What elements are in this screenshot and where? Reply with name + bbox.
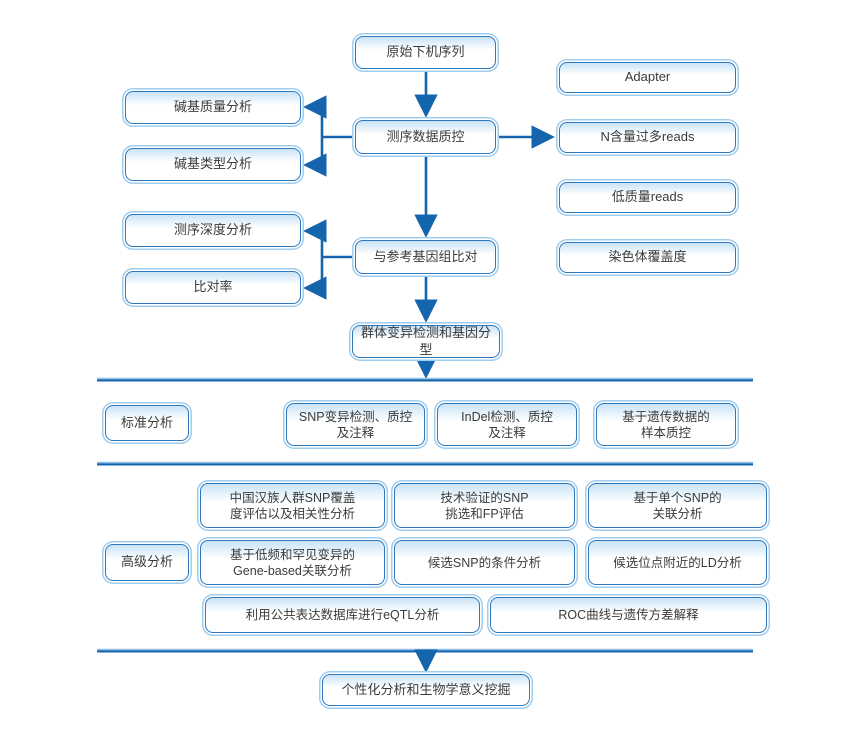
node-single-snp-association: 基于单个SNP的 关联分析 [588,483,767,528]
node-snp-detection: SNP变异检测、质控 及注释 [286,403,425,446]
node-n-content-reads: N含量过多reads [559,122,736,153]
node-sample-qc: 基于遗传数据的 样本质控 [596,403,736,446]
node-chromosome-coverage: 染色体覆盖度 [559,242,736,273]
node-seq-depth: 测序深度分析 [125,214,301,247]
node-raw-sequence: 原始下机序列 [355,36,496,69]
node-personalized-analysis: 个性化分析和生物学意义挖掘 [322,674,530,706]
node-data-qc: 测序数据质控 [355,120,496,154]
node-low-quality-reads: 低质量reads [559,182,736,213]
node-ld-analysis: 候选位点附近的LD分析 [588,540,767,585]
node-base-type: 碱基类型分析 [125,148,301,181]
node-han-snp-coverage: 中国汉族人群SNP覆盖 度评估以及相关性分析 [200,483,385,528]
node-eqtl-analysis: 利用公共表达数据库进行eQTL分析 [205,597,480,633]
node-map-rate: 比对率 [125,271,301,304]
node-gene-based-association: 基于低频和罕见变异的 Gene-based关联分析 [200,540,385,585]
label-standard-analysis: 标准分析 [105,405,189,441]
node-indel-detection: InDel检测、质控 及注释 [437,403,577,446]
node-align-reference: 与参考基因组比对 [355,240,496,274]
node-candidate-snp-conditional: 候选SNP的条件分析 [394,540,575,585]
node-variant-genotyping: 群体变异检测和基因分型 [352,325,500,358]
node-base-quality: 碱基质量分析 [125,91,301,124]
label-advanced-analysis: 高级分析 [105,544,189,581]
node-validated-snp-fp: 技术验证的SNP 挑选和FP评估 [394,483,575,528]
node-roc-heritability: ROC曲线与遗传方差解释 [490,597,767,633]
node-adapter: Adapter [559,62,736,93]
